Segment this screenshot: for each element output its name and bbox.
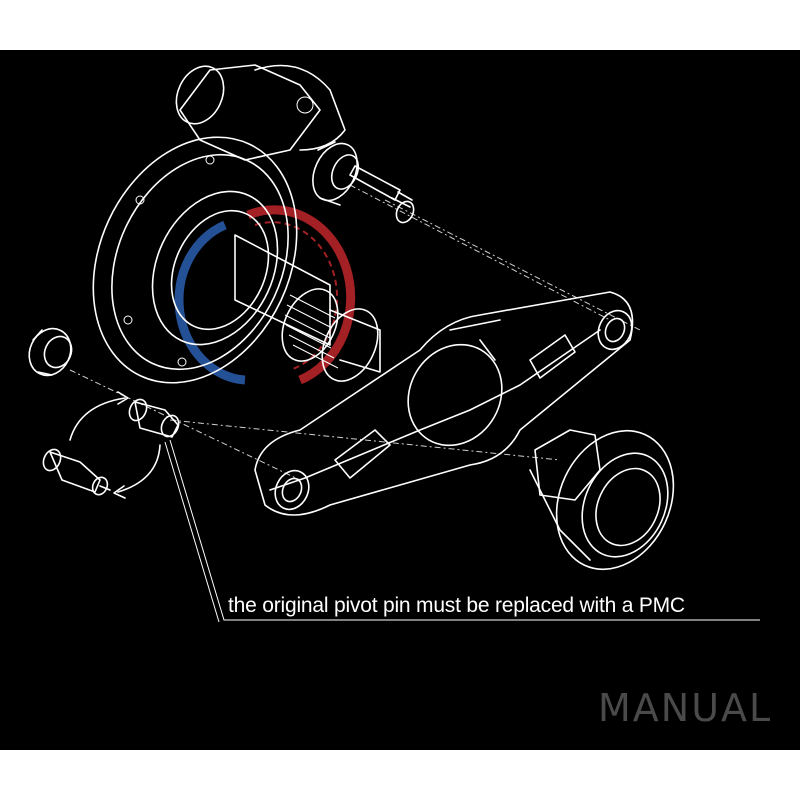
- gearbox-housing: [92, 64, 360, 384]
- watermark-logo: [174, 205, 356, 385]
- splined-shaft: [234, 234, 381, 382]
- original-pivot-pin: [128, 398, 180, 438]
- alignment-axes: [69, 184, 641, 481]
- brand-label: MANUAL: [598, 686, 773, 730]
- callout-leader: [164, 439, 760, 623]
- pmc-pivot-pin: [42, 448, 111, 496]
- release-lever: [254, 291, 634, 516]
- rotation-arrow-icon: [69, 391, 161, 499]
- locating-pin: [349, 165, 415, 224]
- bushing: [28, 327, 73, 377]
- release-bearing: [529, 429, 675, 571]
- pivot-pin-callout: the original pivot pin must be replaced …: [228, 594, 685, 617]
